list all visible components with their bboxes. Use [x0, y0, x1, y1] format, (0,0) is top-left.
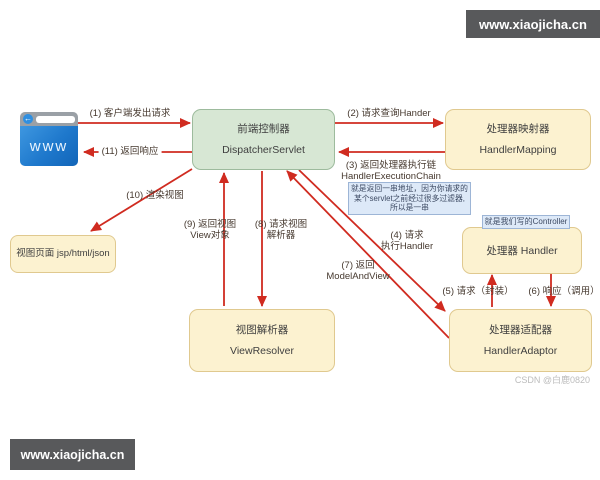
- node-subtitle: HandlerMapping: [479, 144, 557, 156]
- label-edge-4: (4) 请求 执行Handler: [381, 230, 433, 252]
- node-title: 视图页面 jsp/html/json: [16, 248, 110, 259]
- label-edge-2: (2) 请求查询Hander: [347, 108, 431, 119]
- browser-body: www: [20, 126, 78, 166]
- browser-www-label: www: [29, 137, 69, 155]
- browser-titlebar: ←: [20, 112, 78, 126]
- node-handler-mapping: 处理器映射器 HandlerMapping: [445, 109, 591, 170]
- label-edge-10: (10) 渲染视图: [126, 190, 184, 201]
- label-line: ModelAndView: [326, 271, 390, 282]
- node-title: 前端控制器: [237, 123, 290, 135]
- label-edge-9: (9) 返回视图 View对象: [184, 219, 236, 241]
- label-edge-1: (1) 客户端发出请求: [89, 108, 171, 119]
- label-edge-5: (5) 请求（封装）: [442, 286, 514, 297]
- label-line: (8) 请求视图: [254, 219, 308, 230]
- note-line: 所以是一串: [390, 203, 429, 213]
- node-handler-adaptor: 处理器适配器 HandlerAdaptor: [449, 309, 592, 372]
- node-subtitle: DispatcherServlet: [222, 144, 305, 156]
- label-line: HandlerExecutionChain: [341, 171, 441, 182]
- note-line: 就是我们写的Controller: [484, 217, 568, 226]
- node-dispatcher-servlet: 前端控制器 DispatcherServlet: [192, 109, 335, 170]
- note-line: 就是返回一串地址，因为你请求的: [351, 184, 468, 193]
- label-line: (4) 请求: [390, 230, 424, 241]
- node-title: 处理器适配器: [489, 324, 552, 336]
- label-edge-6: (6) 响应（调用）: [528, 286, 600, 297]
- top-site-banner: www.xiaojicha.cn: [466, 10, 600, 38]
- label-edge-8: (8) 请求视图 解析器: [255, 219, 307, 241]
- label-line: 执行Handler: [380, 241, 434, 252]
- browser-client-icon: ← www: [20, 112, 78, 166]
- node-subtitle: HandlerAdaptor: [483, 345, 558, 357]
- note-execution-chain: 就是返回一串地址，因为你请求的 某个servlet之前经过很多过滤器, 所以是一…: [348, 182, 471, 215]
- label-edge-7: (7) 返回 ModelAndView: [326, 260, 389, 282]
- node-view-page: 视图页面 jsp/html/json: [10, 235, 116, 273]
- bottom-site-banner: www.xiaojicha.cn: [10, 439, 135, 470]
- label-line: (7) 返回: [341, 260, 375, 271]
- csdn-watermark: CSDN @白鹿0820: [514, 375, 590, 385]
- label-line: (3) 返回处理器执行链: [345, 160, 437, 171]
- node-subtitle: ViewResolver: [230, 345, 294, 357]
- label-line: (9) 返回视图: [183, 219, 237, 230]
- back-arrow-icon: ←: [23, 114, 33, 124]
- edge-7-return-modelandview: [286, 170, 450, 339]
- note-line: 某个servlet之前经过很多过滤器,: [354, 193, 465, 203]
- label-line: 解析器: [266, 230, 296, 241]
- node-handler: 处理器 Handler: [462, 227, 582, 274]
- edge-4-execute-handler: [298, 169, 446, 312]
- node-title: 视图解析器: [235, 324, 289, 336]
- label-edge-11: (11) 返回响应: [98, 146, 162, 157]
- node-view-resolver: 视图解析器 ViewResolver: [189, 309, 335, 372]
- node-title: 处理器 Handler: [486, 244, 558, 257]
- note-controller: 就是我们写的Controller: [482, 215, 570, 229]
- address-bar: [36, 115, 75, 123]
- label-line: View对象: [190, 230, 230, 241]
- edge-10-render-view: [90, 168, 193, 232]
- label-edge-3: (3) 返回处理器执行链 HandlerExecutionChain: [341, 160, 441, 182]
- node-title: 处理器映射器: [486, 123, 550, 135]
